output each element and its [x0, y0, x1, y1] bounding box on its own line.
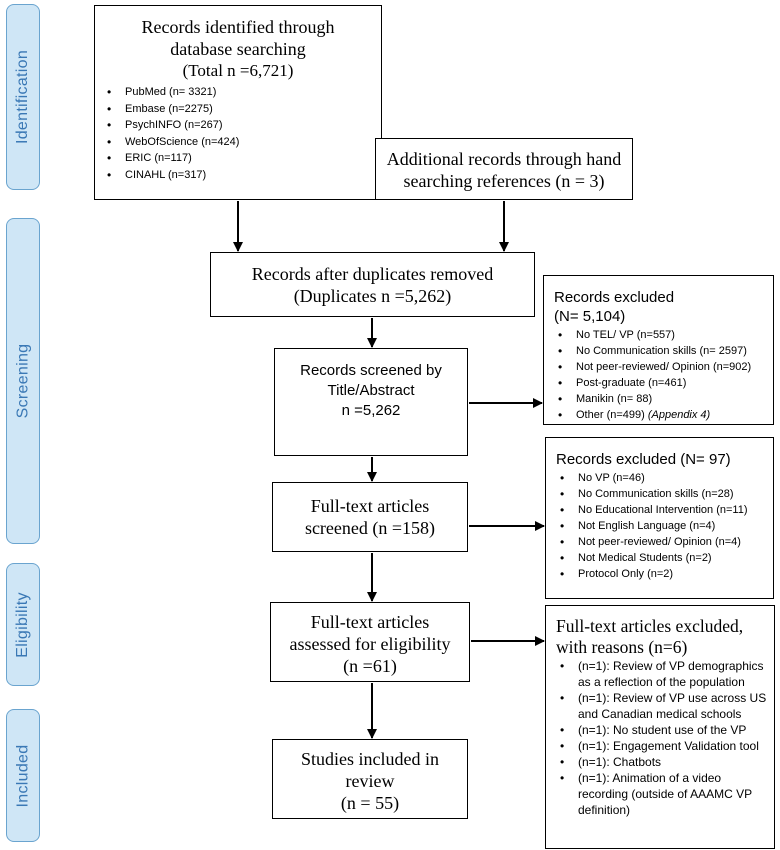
eligibility-line2: assessed for eligibility: [289, 634, 451, 654]
box-duplicates-removed: Records after duplicates removed (Duplic…: [210, 252, 535, 317]
box-records-identified: Records identified through database sear…: [94, 5, 382, 200]
list-item: No TEL/ VP (n=557): [554, 327, 767, 343]
box-records-screened: Records screened by Title/Abstract n =5,…: [274, 348, 468, 456]
list-item: Not peer-reviewed/ Opinion (n=4): [556, 534, 767, 550]
list-item: Embase (n=2275): [103, 101, 373, 118]
list-item: No Communication skills (n= 2597): [554, 343, 767, 359]
reason-text: as a reflection of the population: [578, 675, 745, 689]
screened-line2: Title/Abstract: [327, 382, 415, 399]
excluded1-title: Records excluded: [554, 289, 675, 306]
screened-line3: n =5,262: [341, 402, 401, 419]
list-item: Not peer-reviewed/ Opinion (n=902): [554, 359, 767, 375]
appendix-ref: (Appendix 4): [647, 409, 711, 421]
screened-line1: Records screened by: [300, 362, 442, 379]
phase-eligibility: Eligibility: [6, 563, 40, 686]
list-item: (n=1): No student use of the VP: [556, 722, 770, 738]
excluded1-list: No TEL/ VP (n=557) No Communication skil…: [554, 327, 767, 423]
included-line2: review: [345, 771, 395, 791]
box-additional-records: Additional records through hand searchin…: [375, 138, 633, 200]
identified-total: (Total n =6,721): [182, 61, 294, 80]
reason-text: and Canadian medical schools: [578, 707, 742, 721]
reason-text: (n=1): Review of VP use across US: [578, 691, 767, 705]
included-line3: (n = 55): [340, 793, 400, 813]
list-item: ERIC (n=117): [103, 150, 373, 167]
phase-included: Included: [6, 709, 40, 842]
excluded3-line2: with reasons (n=6): [556, 637, 688, 657]
included-line1: Studies included in: [301, 749, 439, 769]
list-item: Manikin (n= 88): [554, 391, 767, 407]
eligibility-line3: (n =61): [343, 656, 397, 676]
excluded3-list: (n=1): Review of VP demographics as a re…: [556, 658, 770, 818]
identified-line2: database searching: [170, 39, 306, 59]
list-item: (n=1): Engagement Validation tool: [556, 738, 770, 754]
reason-text: (n=1): Animation of a video: [578, 771, 722, 785]
list-item: (n=1): Animation of a video recording (o…: [556, 770, 770, 818]
list-item: CINAHL (n=317): [103, 167, 373, 184]
database-list: PubMed (n= 3321) Embase (n=2275) PsychIN…: [103, 84, 373, 183]
reason-text: (n=1): No student use of the VP: [578, 723, 747, 737]
other-text: Other (n=499): [576, 409, 648, 421]
additional-line1: Additional records through hand: [386, 149, 622, 169]
list-item: PubMed (n= 3321): [103, 84, 373, 101]
list-item: PsychINFO (n=267): [103, 117, 373, 134]
excluded2-title: Records excluded (N= 97): [556, 451, 731, 468]
box-eligibility: Full-text articles assessed for eligibil…: [270, 602, 470, 682]
list-item: No Communication skills (n=28): [556, 486, 767, 502]
list-item: Post-graduate (n=461): [554, 375, 767, 391]
identified-line1: Records identified through: [141, 17, 335, 37]
list-item: Not English Language (n=4): [556, 518, 767, 534]
list-item: (n=1): Chatbots: [556, 754, 770, 770]
fulltext-line1: Full-text articles: [310, 496, 430, 516]
reason-text: (n=1): Chatbots: [578, 755, 662, 769]
reason-text: (n=1): Review of VP demographics: [578, 659, 764, 673]
box-records-excluded-1: Records excluded (N= 5,104) No TEL/ VP (…: [543, 275, 774, 425]
excluded1-count: (N= 5,104): [554, 308, 626, 325]
additional-line2: searching references (n = 3): [403, 171, 605, 191]
duplicates-line2: (Duplicates n =5,262): [293, 286, 452, 306]
box-records-excluded-2: Records excluded (N= 97) No VP (n=46) No…: [545, 437, 774, 599]
list-item: WebOfScience (n=424): [103, 134, 373, 151]
phase-identification: Identification: [6, 4, 40, 190]
duplicates-line1: Records after duplicates removed: [251, 264, 494, 284]
list-item: Other (n=499) (Appendix 4): [554, 407, 767, 423]
list-item: No Educational Intervention (n=11): [556, 502, 767, 518]
reason-text: recording (outside of AAAMC VP: [578, 787, 753, 801]
box-fulltext-excluded: Full-text articles excluded, with reason…: [545, 605, 775, 849]
eligibility-line1: Full-text articles: [310, 612, 430, 632]
list-item: (n=1): Review of VP use across US and Ca…: [556, 690, 770, 722]
box-studies-included: Studies included in review (n = 55): [272, 739, 468, 819]
reason-text: definition): [578, 803, 631, 817]
reason-text: (n=1): Engagement Validation tool: [578, 739, 759, 753]
phase-screening: Screening: [6, 218, 40, 544]
list-item: (n=1): Review of VP demographics as a re…: [556, 658, 770, 690]
list-item: No VP (n=46): [556, 470, 767, 486]
box-fulltext-screened: Full-text articles screened (n =158): [272, 482, 468, 552]
list-item: Not Medical Students (n=2): [556, 550, 767, 566]
excluded2-list: No VP (n=46) No Communication skills (n=…: [556, 470, 767, 582]
excluded3-line1: Full-text articles excluded,: [556, 616, 744, 636]
list-item: Protocol Only (n=2): [556, 566, 767, 582]
fulltext-line2: screened (n =158): [304, 518, 436, 538]
